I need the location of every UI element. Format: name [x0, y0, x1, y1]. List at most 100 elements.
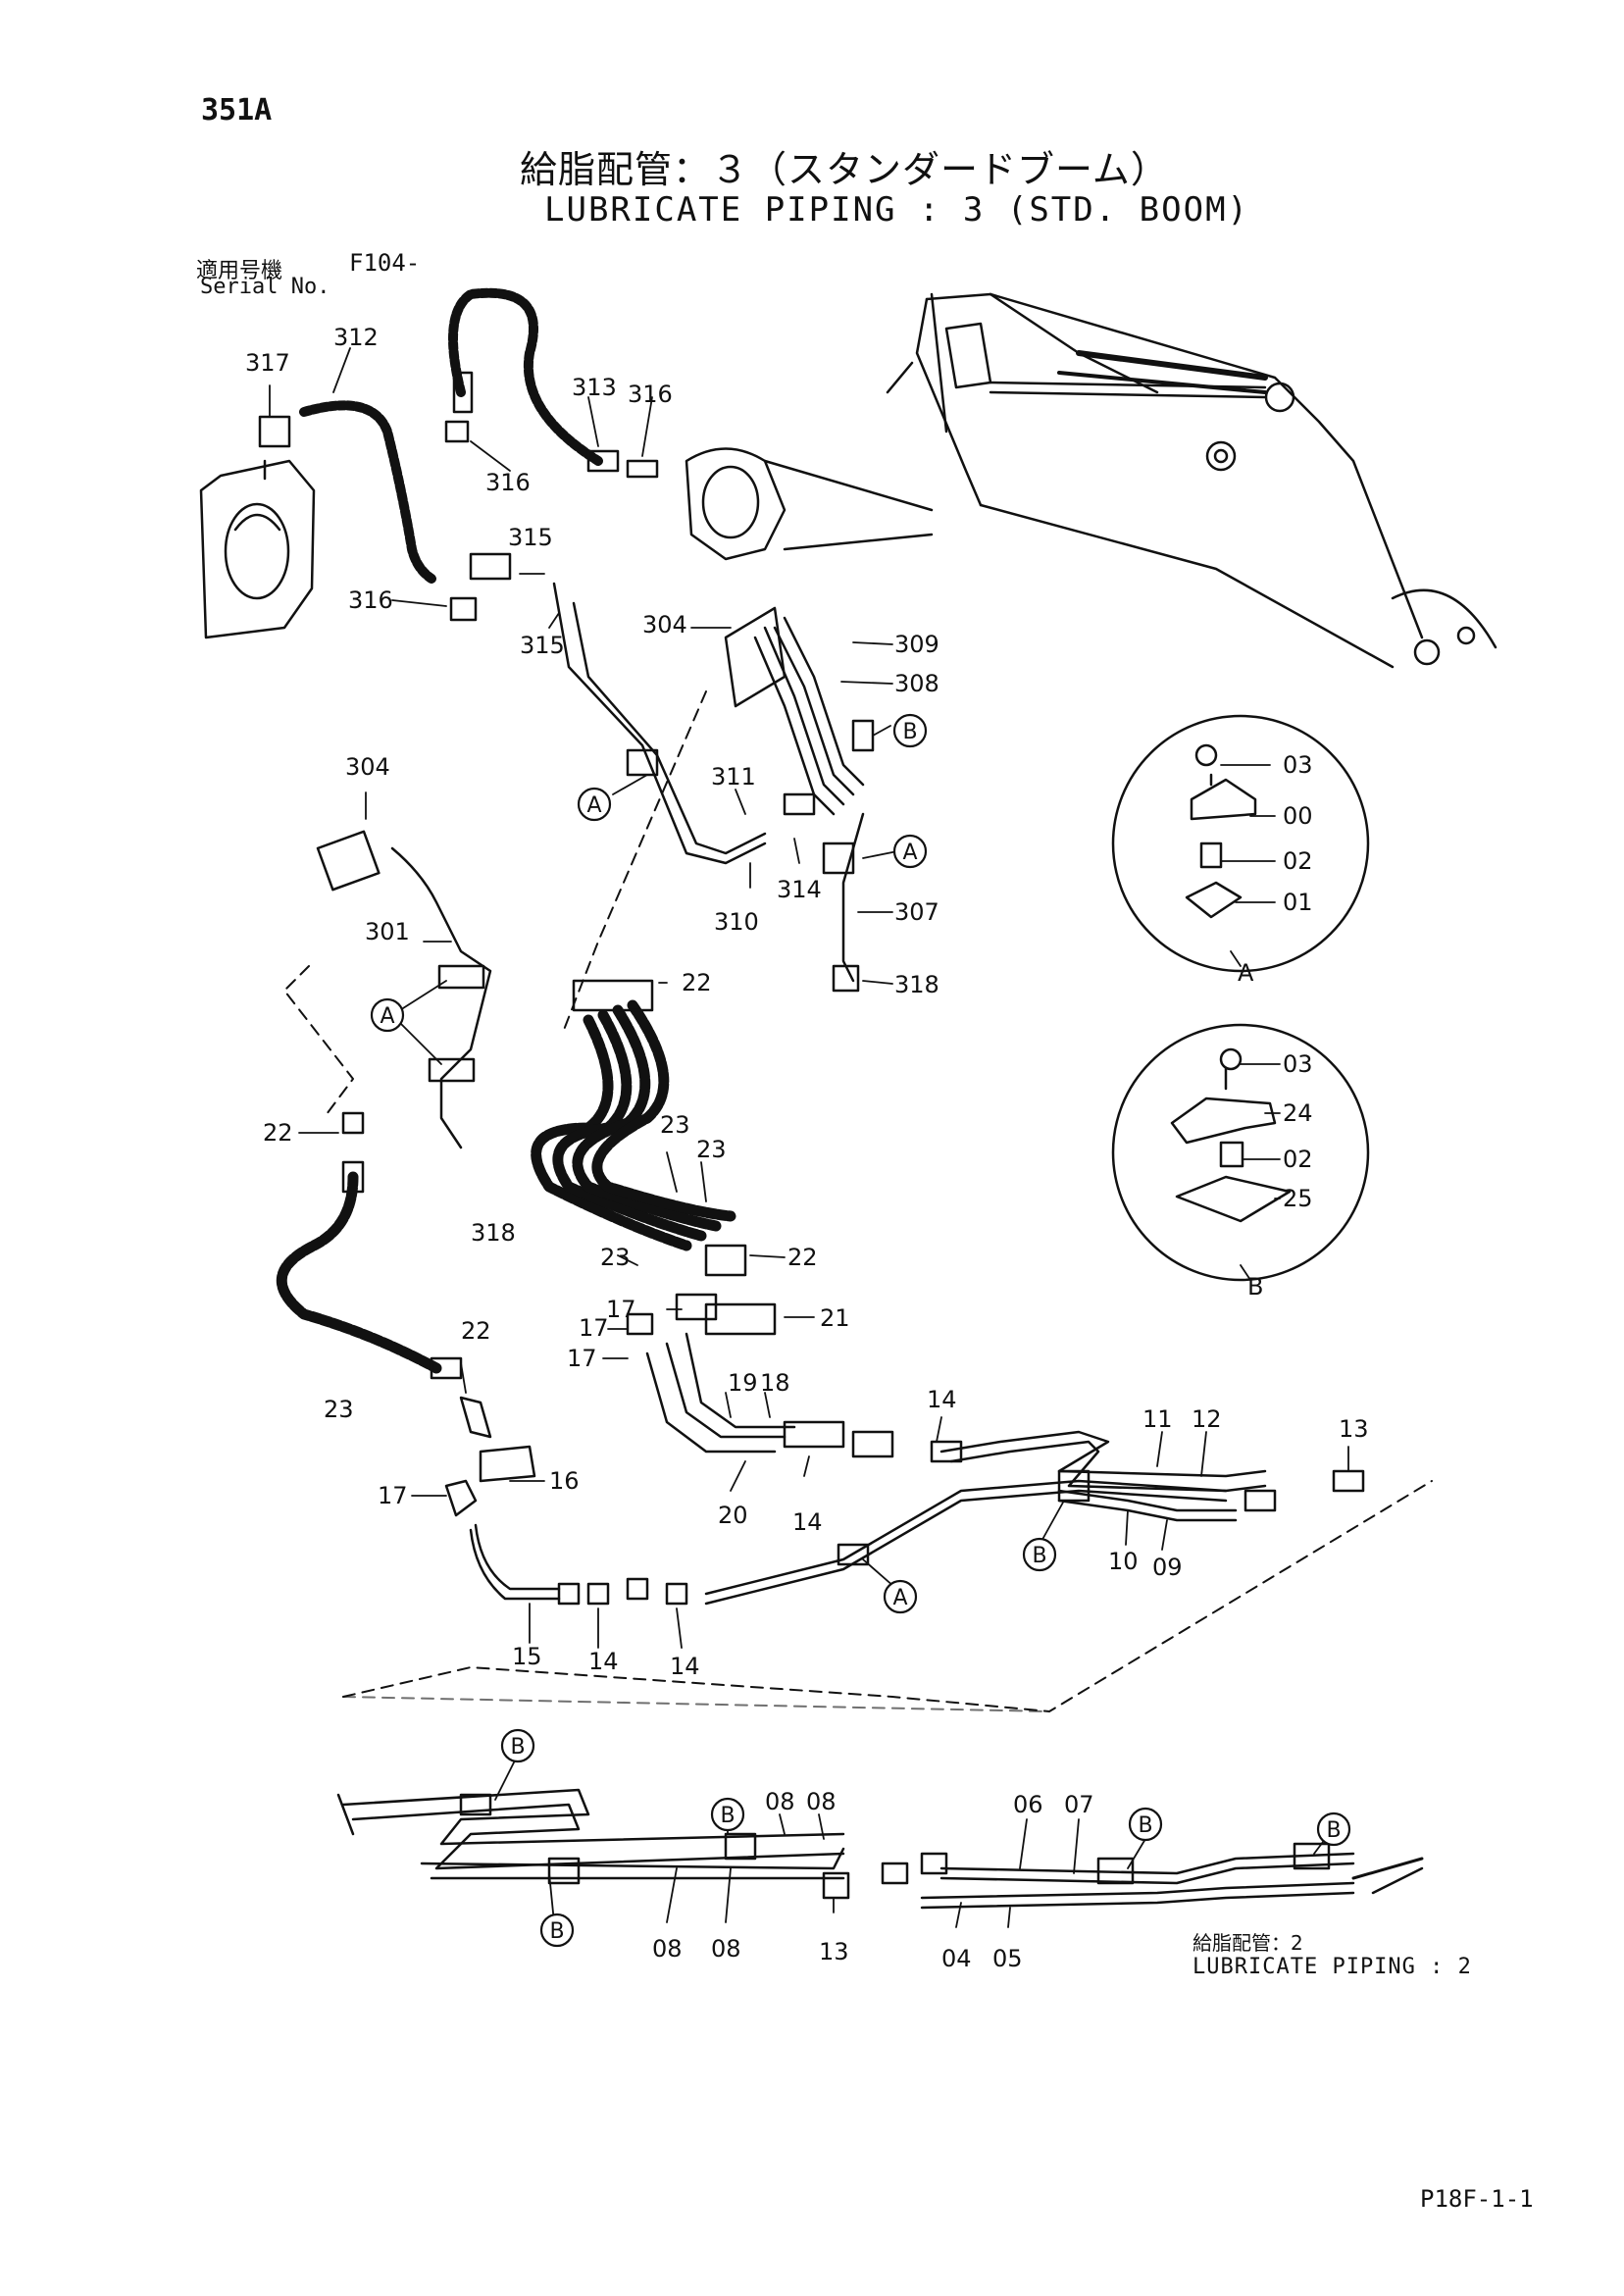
callout-04: 04 — [941, 1945, 972, 1972]
pipe-311 — [552, 582, 767, 865]
callout-311: 311 — [711, 763, 756, 791]
pipe-08-lower — [351, 1803, 845, 1870]
clamp-marker-a-3-label: A — [902, 841, 917, 865]
callout-13-a: 13 — [1339, 1415, 1369, 1443]
clamp-marker-b-6-label: B — [1138, 1813, 1152, 1838]
pipe-08-upper — [341, 1788, 845, 1846]
callout-07: 07 — [1064, 1791, 1094, 1818]
pipe-309 — [783, 616, 865, 787]
pipe-04 — [920, 1881, 1355, 1900]
callout-19: 19 — [728, 1369, 758, 1397]
callout-318-a: 318 — [894, 971, 939, 998]
clamp-marker-a-1 — [577, 787, 612, 822]
callout-23-c: 23 — [600, 1244, 631, 1271]
callout-12: 12 — [1192, 1405, 1222, 1433]
hose-312 — [299, 400, 436, 584]
reference-label-english: LUBRICATE PIPING : 2 — [1193, 1955, 1472, 1979]
callout-315-a: 315 — [508, 524, 553, 551]
clamp-marker-b-2 — [1022, 1537, 1057, 1572]
callout-309: 309 — [894, 631, 939, 658]
pipe-15 — [474, 1523, 561, 1591]
callout-16: 16 — [549, 1467, 580, 1495]
clamp-marker-a-4-label: A — [892, 1586, 907, 1610]
clamp-marker-b-3-label: B — [510, 1735, 525, 1760]
callout-13-b: 13 — [819, 1938, 849, 1965]
clamp-marker-b-3 — [500, 1728, 535, 1763]
clamp-marker-a-2-label: A — [380, 1004, 394, 1029]
callout-15: 15 — [512, 1643, 542, 1670]
detail-a-label: A — [1238, 959, 1254, 987]
pipe-09 — [1057, 1499, 1238, 1522]
detail-b — [1111, 1023, 1370, 1282]
clamp-marker-b-5 — [539, 1913, 575, 1948]
reference-label-japanese: 給脂配管：2 — [1193, 1931, 1303, 1955]
callout-316-a: 316 — [628, 381, 673, 408]
clamp-marker-a-3 — [892, 834, 928, 869]
clamp-marker-a-1-label: A — [586, 793, 601, 818]
detail-b-callout-02: 02 — [1283, 1146, 1313, 1173]
clamp-marker-a-4 — [883, 1579, 918, 1614]
pipe-05 — [920, 1891, 1355, 1910]
callout-301: 301 — [365, 918, 410, 945]
callout-08-b: 08 — [806, 1788, 837, 1815]
clamp-marker-b-7 — [1316, 1811, 1351, 1847]
pipe-301 — [390, 846, 492, 1149]
pipe-10 — [1057, 1489, 1238, 1512]
pipe-310 — [572, 601, 767, 855]
callout-11: 11 — [1142, 1405, 1173, 1433]
sheet-code: P18F-1-1 — [1420, 2185, 1534, 2213]
callout-14-c: 14 — [792, 1508, 823, 1536]
serial-code: F104- — [349, 249, 421, 277]
callout-05: 05 — [992, 1945, 1023, 1972]
callout-17-c: 17 — [567, 1345, 597, 1372]
detail-b-callout-25: 25 — [1283, 1185, 1313, 1212]
callout-314: 314 — [777, 876, 822, 903]
clamp-marker-b-7-label: B — [1326, 1818, 1341, 1843]
callout-18: 18 — [760, 1369, 790, 1397]
callout-10: 10 — [1108, 1548, 1139, 1575]
callout-21: 21 — [820, 1304, 850, 1332]
callout-23-b: 23 — [696, 1136, 727, 1163]
callout-23-d: 23 — [324, 1396, 354, 1423]
callout-307: 307 — [894, 898, 939, 926]
pipe-308 — [773, 626, 855, 796]
callout-17-a: 17 — [606, 1296, 636, 1323]
callout-06: 06 — [1013, 1791, 1043, 1818]
callout-17-d: 17 — [378, 1482, 408, 1509]
callout-312: 312 — [333, 324, 379, 351]
callout-308: 308 — [894, 670, 939, 697]
callout-14-b: 14 — [670, 1653, 700, 1680]
callout-310: 310 — [714, 908, 759, 936]
hose-bundle-23 — [531, 999, 736, 1251]
callout-317: 317 — [245, 349, 290, 377]
callout-23-a: 23 — [660, 1111, 690, 1139]
callout-09: 09 — [1152, 1554, 1183, 1581]
title-english: LUBRICATE PIPING : 3 (STD. BOOM) — [544, 190, 1250, 230]
clamp-marker-b-1-label: B — [902, 720, 917, 744]
callout-318-b: 318 — [471, 1219, 516, 1247]
clamp-marker-a-2 — [370, 997, 405, 1033]
callout-22-a: 22 — [682, 969, 712, 996]
detail-a — [1111, 714, 1370, 973]
serial-label-japanese: 適用号機 — [196, 259, 283, 283]
hose-23-lower — [276, 1171, 442, 1374]
callout-numbers: 317 312 313 316 316 316 315 315 304 304 … — [245, 324, 1369, 1972]
callout-22-c: 22 — [787, 1244, 818, 1271]
clamp-marker-b-4-label: B — [720, 1804, 735, 1828]
callout-14-a: 14 — [588, 1648, 619, 1675]
detail-a-callout-02: 02 — [1283, 847, 1313, 875]
clamp-markers: A A A A B B B B B B B — [370, 713, 1351, 1948]
clamp-marker-b-4 — [710, 1797, 745, 1832]
clamp-marker-b-6 — [1128, 1807, 1163, 1842]
callout-22-d: 22 — [461, 1317, 491, 1345]
callout-316-c: 316 — [348, 587, 393, 614]
callout-14-d: 14 — [927, 1386, 957, 1413]
detail-a-callout-00: 00 — [1283, 802, 1313, 830]
detail-b-callout-03: 03 — [1283, 1050, 1313, 1078]
callout-08-a: 08 — [765, 1788, 795, 1815]
arm-bracket-drawing — [199, 447, 934, 639]
callout-304-a: 304 — [642, 611, 687, 638]
pipe-307 — [841, 812, 865, 983]
clamp-marker-b-1 — [892, 713, 928, 748]
